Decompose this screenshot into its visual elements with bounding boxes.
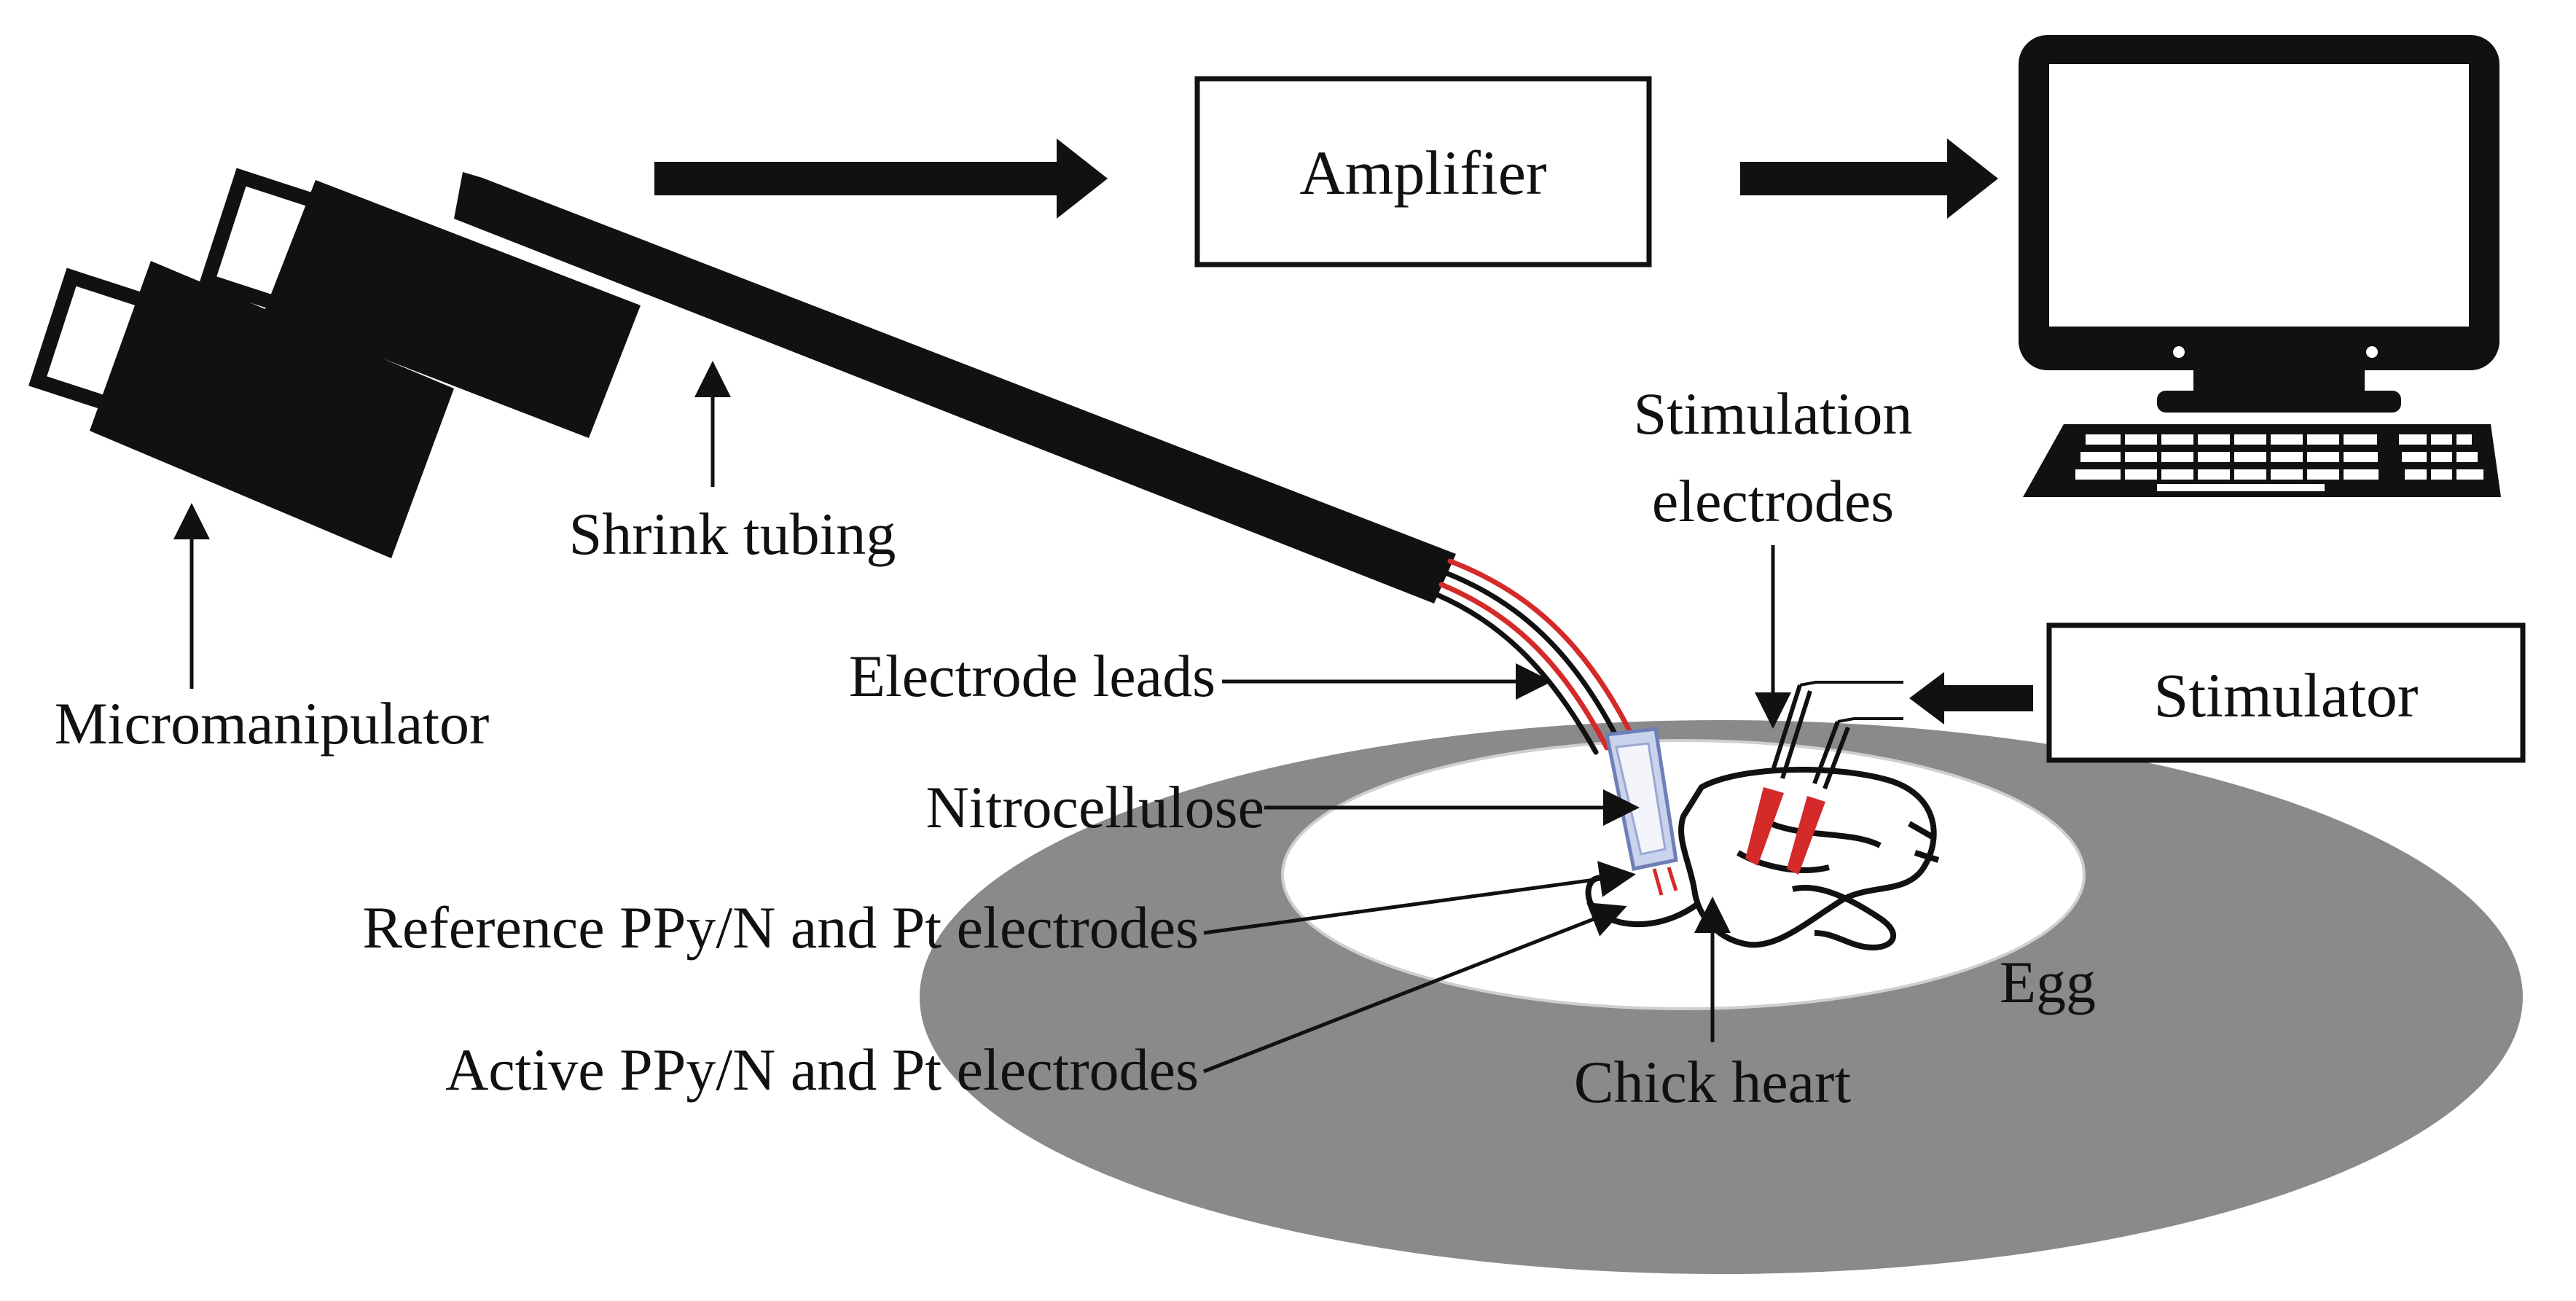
nitrocellulose-patch [1605,727,1678,896]
active-electrodes-label: Active PPy/N and Pt electrodes [445,1036,1199,1103]
stimulation-electrodes-label-line2: electrodes [1652,468,1894,534]
micromanipulator-label: Micromanipulator [55,690,490,757]
stimulator-box: Stimulator [2046,622,2526,763]
electrode-leads-label: Electrode leads [849,643,1215,709]
amplifier-label: Amplifier [1299,138,1546,208]
desktop-computer-icon [2019,35,2501,497]
shrink-tubing [454,172,1456,603]
stimulation-electrodes [1745,681,1903,875]
shrink-tubing-label: Shrink tubing [569,501,896,567]
reference-electrodes-label: Reference PPy/N and Pt electrodes [362,894,1199,961]
label-pointers [173,361,1791,1074]
electrode-leads [1434,558,1635,755]
stimulation-electrodes-label-line1: Stimulation [1634,380,1913,447]
nitrocellulose-label: Nitrocellulose [925,774,1264,840]
amplifier-box: Amplifier [1194,76,1652,267]
text-labels: Stimulation electrodes Shrink tubing Mic… [55,380,2096,1115]
micromanipulator [28,168,641,558]
signal-flow-arrows [654,138,2033,724]
chick-heart-label: Chick heart [1574,1049,1851,1115]
keyboard-key-gaps [2121,433,2456,494]
stimulator-label: Stimulator [2153,660,2418,730]
egg-label: Egg [2000,949,2096,1015]
